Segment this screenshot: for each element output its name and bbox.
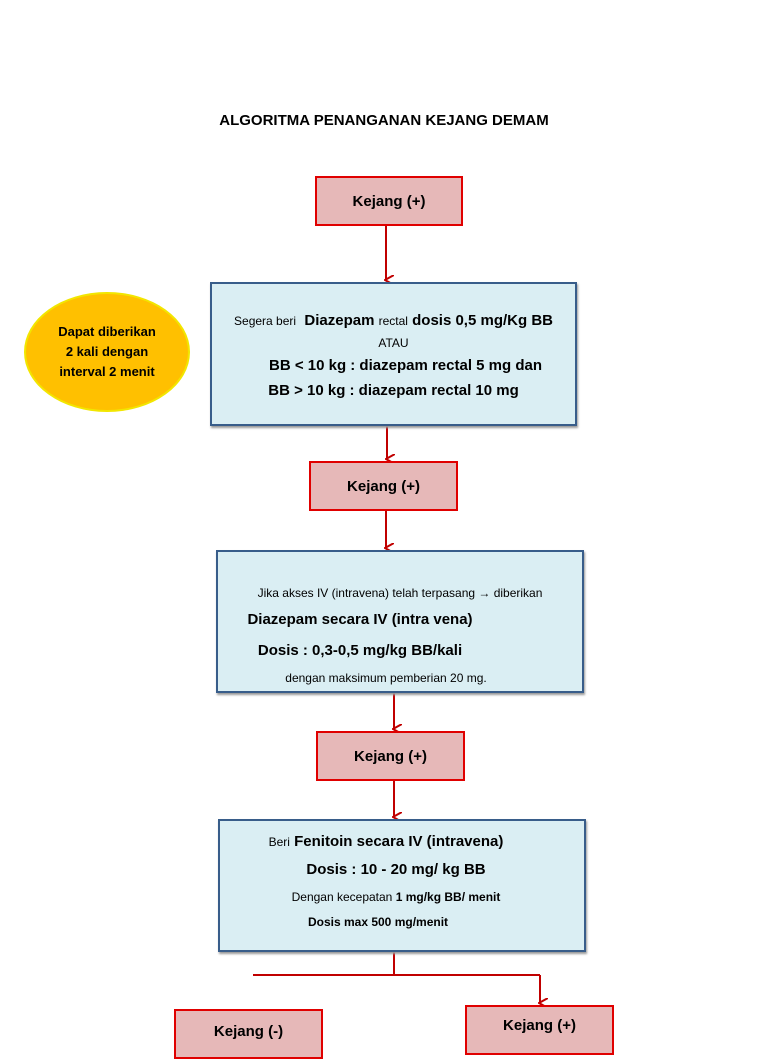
text-line: Diazepam secara IV (intra vena) <box>247 611 473 628</box>
drug-name: Fenitoin secara IV (intravena) <box>294 833 504 850</box>
step-label: Kejang (+) <box>503 1017 576 1034</box>
text-segment: Dengan kecepatan <box>291 890 393 904</box>
text-line: Beri Fenitoin secara IV (intravena) <box>204 833 568 850</box>
step-diazepam-rectal: Segera beri Diazepam rectal dosis 0,5 mg… <box>210 282 577 426</box>
text-line: Segera beri Diazepam rectal dosis 0,5 mg… <box>212 312 575 329</box>
text-line: Dengan kecepatan 1 mg/kg BB/ menit <box>214 890 578 904</box>
note-line: Dapat diberikan <box>58 324 156 339</box>
drug-name: Diazepam <box>304 312 375 329</box>
text-segment: rectal <box>378 314 408 328</box>
step-label: Kejang (+) <box>354 747 427 765</box>
text-line: Dosis : 0,3-0,5 mg/kg BB/kali <box>257 642 463 659</box>
step-diazepam-iv: Jika akses IV (intravena) telah terpasan… <box>216 550 584 693</box>
step-label: Kejang (+) <box>347 477 420 495</box>
text-line: Jika akses IV (intravena) telah terpasan… <box>257 586 543 600</box>
note-line: 2 kali dengan <box>65 344 149 359</box>
step-kejang-2: Kejang (+) <box>309 461 458 511</box>
note-ellipse: Dapat diberikan 2 kali dengan interval 2… <box>24 292 190 412</box>
text-line: Dosis : 10 - 20 mg/ kg BB <box>306 861 486 878</box>
text-segment: Beri <box>268 835 290 849</box>
branch-kejang-negative: Kejang (-) <box>174 1009 323 1059</box>
flow-arrows <box>253 226 768 1024</box>
branch-kejang-positive: Kejang (+) <box>465 1005 614 1055</box>
step-fenitoin-iv: Beri Fenitoin secara IV (intravena) Dosi… <box>218 819 586 952</box>
text-line: BB > 10 kg : diazepam rectal 10 mg <box>268 382 519 399</box>
step-kejang-3: Kejang (+) <box>316 731 465 781</box>
text-line: Dosis max 500 mg/menit <box>307 915 449 929</box>
text-line: BB < 10 kg : diazepam rectal 5 mg dan <box>268 357 542 374</box>
step-label: Kejang (+) <box>352 192 426 210</box>
text-line: ATAU <box>378 336 409 350</box>
step-kejang-1: Kejang (+) <box>315 176 463 226</box>
note-line: interval 2 menit <box>59 364 155 379</box>
page-title: ALGORITMA PENANGANAN KEJANG DEMAM <box>219 112 549 129</box>
step-label: Kejang (-) <box>213 1023 284 1040</box>
dose-text: dosis 0,5 mg/Kg BB <box>412 312 553 329</box>
text-line: dengan maksimum pemberian 20 mg. <box>285 671 487 685</box>
text-segment: Segera beri <box>234 314 297 328</box>
rate-text: 1 mg/kg BB/ menit <box>395 890 501 904</box>
